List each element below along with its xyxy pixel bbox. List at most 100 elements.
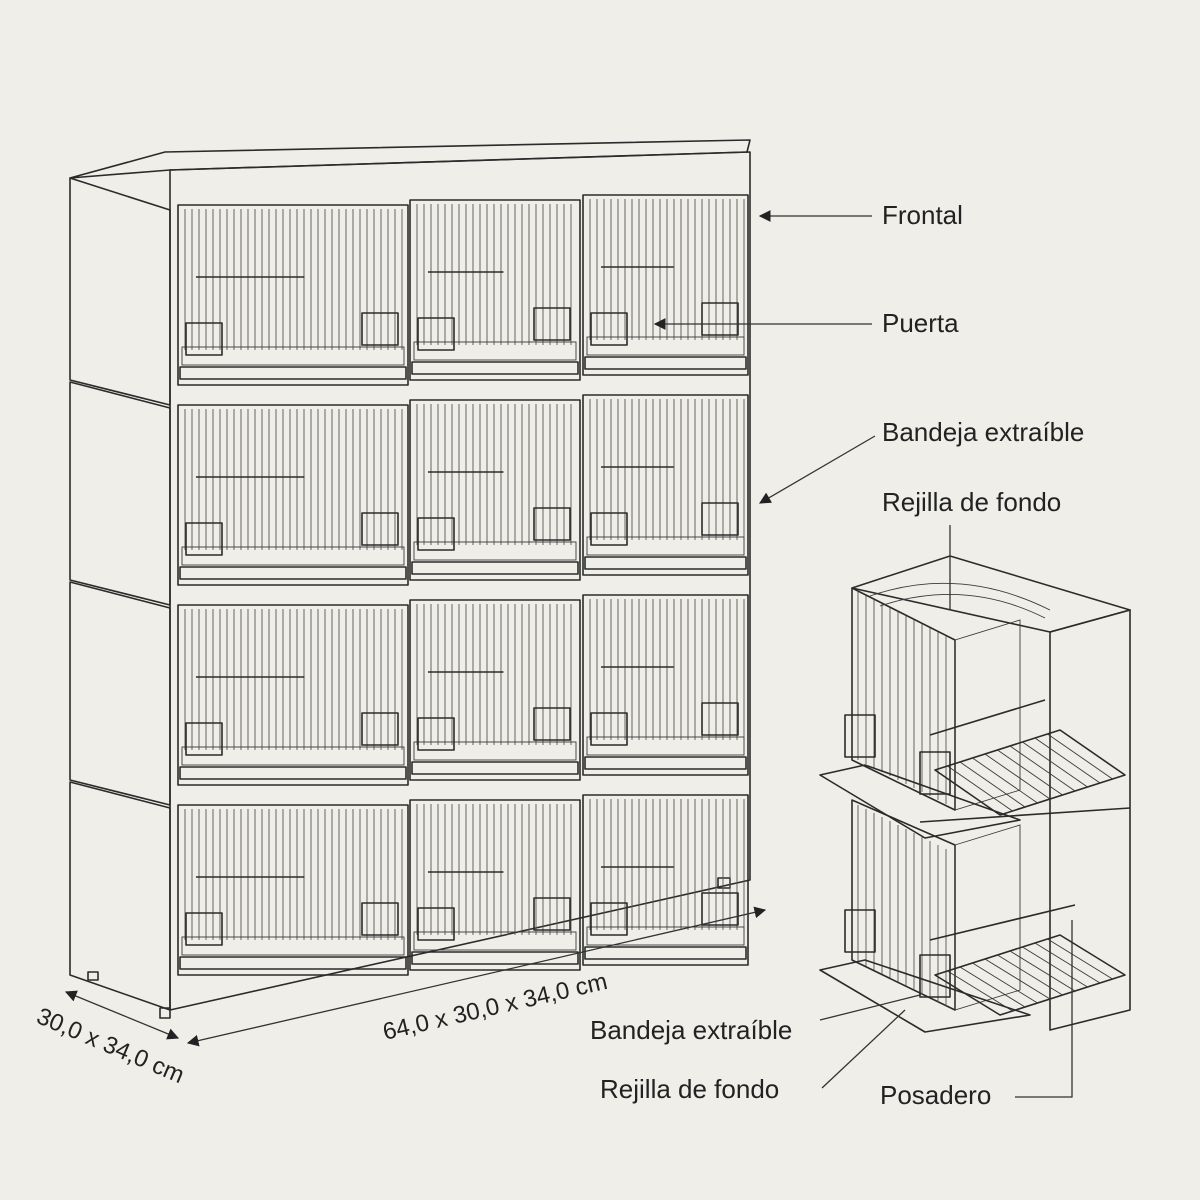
cell-tray [584,946,747,960]
cell-floor-grille [586,536,745,556]
floor-grille-line-upper [1022,741,1088,788]
module-front-upper [851,587,956,811]
cell-tray [584,556,747,570]
label-rejilla-top: Rejilla de fondo [882,487,1061,517]
feeder-upper-right [919,751,951,795]
cage-cell [582,194,749,376]
floor-grille-line-upper [1034,737,1101,784]
cell-frame [582,394,749,576]
floor-grille-line-lower [997,954,1063,996]
cell-tray [179,566,407,580]
cage-cell [409,799,581,971]
cell-frame [582,594,749,776]
floor-grille-line-lower [1009,950,1076,992]
cell-frame [177,404,409,586]
cell-tray [584,756,747,770]
label-bandeja-bottom: Bandeja extraíble [590,1015,792,1045]
battery-top-face [69,139,751,179]
dimension-line-side [64,990,180,1040]
cell-feeder [701,702,739,736]
floor-grille-line-upper [959,761,1026,808]
cage-cell [177,604,409,786]
cage-cells [177,194,749,976]
roof-grille-arc-2 [879,594,1046,619]
cell-tray [411,561,579,575]
module-inner-wall-upper [954,619,1021,811]
cage-cell [582,394,749,576]
cell-feeder [533,507,571,541]
side-panel-row-1 [69,177,171,406]
cell-floor-grille [181,346,405,366]
cell-tray [411,361,579,375]
cage-cell [409,599,581,781]
floor-grille-line-lower [1022,946,1088,988]
feeder-lower-right [919,954,951,998]
cell-feeder [590,902,628,936]
floor-grille-line-upper [1009,745,1076,792]
cell-floor-grille [181,546,405,566]
floor-grille-line-upper [1047,733,1113,780]
cell-feeder [533,707,571,741]
cell-floor-grille [413,541,577,561]
perch-lower [929,904,1076,941]
module-top-face [851,555,1131,633]
label-frontal: Frontal [882,200,963,230]
cell-floor-grille [586,336,745,356]
cage-cell [409,199,581,381]
foot-left [87,971,99,981]
cell-floor-grille [181,746,405,766]
floor-grille-upper [934,729,1126,816]
cell-tray [179,956,407,970]
cell-tray [411,761,579,775]
cage-battery [69,139,751,1019]
floor-grille-line-lower [959,966,1026,1008]
cell-frame [409,799,581,971]
annotation-leaders [64,210,1073,1098]
cell-floor-grille [586,736,745,756]
cell-feeder [185,722,223,756]
cell-tray [179,766,407,780]
leader-posadero [1015,920,1073,1098]
cell-feeder [590,512,628,546]
module-front-bars [857,592,947,1006]
perch-upper [929,699,1046,736]
leader-rejilla-bottom [821,1009,906,1089]
floor-grille-line-upper [947,765,1013,812]
label-posadero: Posadero [880,1080,991,1110]
cell-tray [411,951,579,965]
cell-tray [584,356,747,370]
cell-feeder [185,322,223,356]
cell-frame [409,399,581,581]
cell-frame [409,199,581,381]
leader-bandeja-bottom [819,994,921,1021]
cell-frame [177,604,409,786]
floor-grille-line-upper [997,749,1063,796]
cell-feeder [533,307,571,341]
side-panel-row-2 [69,381,171,606]
dimension-front: 64,0 x 30,0 x 34,0 cm [380,968,610,1046]
cell-feeder [590,712,628,746]
cell-feeder [185,522,223,556]
side-panel-row-4 [69,781,171,1011]
label-bandeja-top: Bandeja extraíble [882,417,1084,447]
side-panel-row-3 [69,581,171,806]
feeder-lower-left [844,909,876,953]
cage-cell [409,399,581,581]
cell-feeder [361,512,399,546]
feeder-upper-left [844,714,876,758]
module-back-panel [1049,609,1131,1031]
label-rejilla-bottom: Rejilla de fondo [600,1074,779,1104]
cell-floor-grille [413,741,577,761]
cell-frame [582,194,749,376]
floor-grille-line-lower [972,962,1038,1004]
floor-grille-line-upper [972,757,1038,804]
cell-feeder [417,717,455,751]
floor-grille-line-lower [1047,938,1113,980]
floor-grille-line-upper [984,753,1051,800]
cell-feeder [361,712,399,746]
module-divider [919,807,1131,823]
front-frame [169,151,751,1011]
roof-grille-arc-1 [869,582,1051,611]
